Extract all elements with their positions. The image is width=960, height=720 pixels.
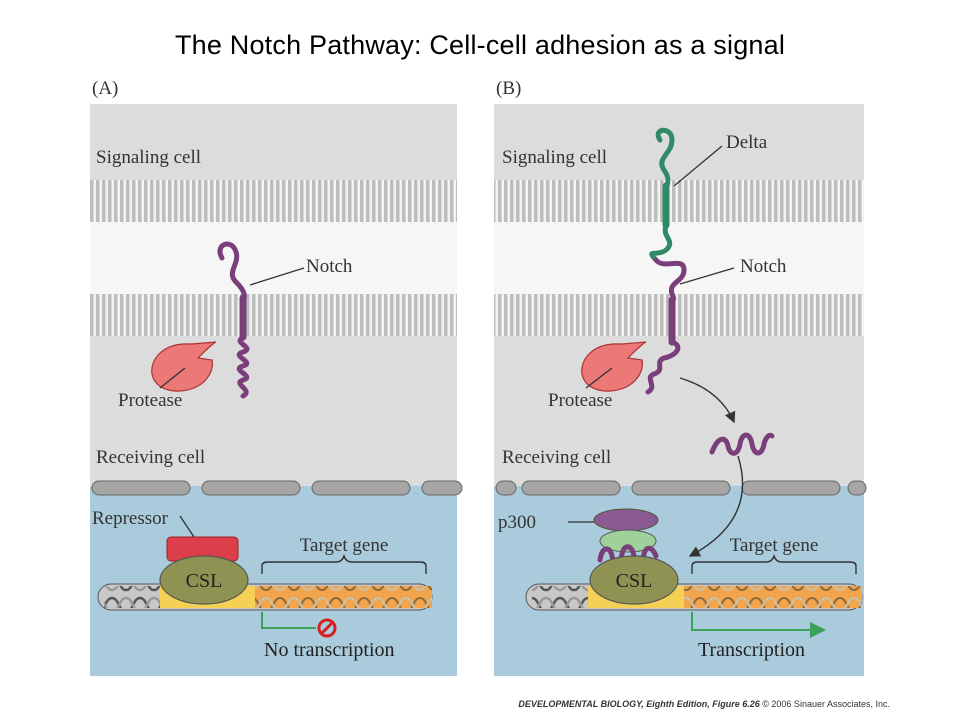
transcription-start-arrow (261, 612, 316, 629)
delta-pointer-line (673, 145, 723, 187)
nuclear-envelope (91, 480, 463, 496)
panel-b: (B) Signaling cell Receiving cell Delta (494, 78, 867, 676)
target-gene-bracket (261, 553, 427, 574)
protease-label: Protease (548, 390, 612, 411)
panel-a-label: (A) (92, 78, 118, 99)
protease-pointer-line (159, 367, 186, 389)
panel-a: (A) Signaling cell Receiving cell Notch (90, 78, 463, 676)
signaling-cell-label: Signaling cell (502, 147, 607, 168)
credit-copyright: © 2006 Sinauer Associates, Inc. (762, 699, 890, 709)
page-title: The Notch Pathway: Cell-cell adhesion as… (174, 30, 786, 60)
notch-pointer-line (679, 267, 735, 285)
nucleus (494, 486, 864, 676)
csl-protein (159, 555, 249, 605)
delta-ligand (649, 127, 675, 263)
dna-helix-left (104, 586, 164, 608)
notch-intracellular-domain (709, 432, 775, 456)
credit-book: DEVELOPMENTAL BIOLOGY, Eighth Edition, F… (518, 699, 760, 709)
cleavage-arrow (679, 377, 736, 424)
protease-pointer-line (585, 367, 613, 389)
protease-label: Protease (118, 390, 182, 411)
signaling-cell-label: Signaling cell (96, 147, 201, 168)
dna-helix-left (532, 586, 592, 608)
no-transcription-label: No transcription (264, 639, 395, 661)
nucleus (90, 486, 457, 676)
notch-pointer-line (249, 267, 305, 286)
transcription-arrow (691, 612, 826, 638)
delta-label: Delta (726, 132, 768, 153)
signaling-cell-membrane (90, 180, 457, 222)
repressor-pointer-line (179, 515, 195, 538)
notch-label: Notch (306, 256, 353, 277)
receiving-cell-label: Receiving cell (502, 447, 611, 468)
p300-protein (593, 508, 659, 532)
csl-protein (589, 555, 679, 605)
notch-receptor (217, 241, 250, 399)
receiving-cell-membrane (90, 294, 457, 336)
notch-receptor (645, 257, 687, 395)
figure-credit: DEVELOPMENTAL BIOLOGY, Eighth Edition, F… (518, 699, 890, 709)
panel-b-label: (B) (496, 78, 521, 99)
intercellular-space (90, 222, 457, 294)
no-entry-icon (317, 618, 337, 638)
protease-enzyme (151, 341, 217, 392)
p300-label: p300 (498, 512, 536, 533)
signaling-cell-membrane (494, 180, 864, 222)
repressor-label: Repressor (92, 508, 169, 529)
transcription-label: Transcription (698, 639, 805, 661)
receiving-cell-membrane (494, 294, 864, 336)
translocation-arrow (688, 455, 744, 557)
target-gene-helix (684, 586, 862, 608)
bound-notch-domain (597, 544, 659, 566)
receiving-cell-label: Receiving cell (96, 447, 205, 468)
coactivator-protein (599, 529, 657, 553)
notch-label: Notch (740, 256, 787, 277)
csl-label: CSL (186, 570, 223, 592)
intercellular-space (494, 222, 864, 294)
nuclear-envelope (495, 480, 867, 496)
target-gene-label: Target gene (730, 535, 819, 556)
no-entry-icon-bar (319, 620, 335, 636)
target-gene-label: Target gene (300, 535, 389, 556)
target-gene-bracket (691, 553, 857, 574)
target-gene-helix (255, 586, 432, 608)
csl-label: CSL (616, 570, 653, 592)
